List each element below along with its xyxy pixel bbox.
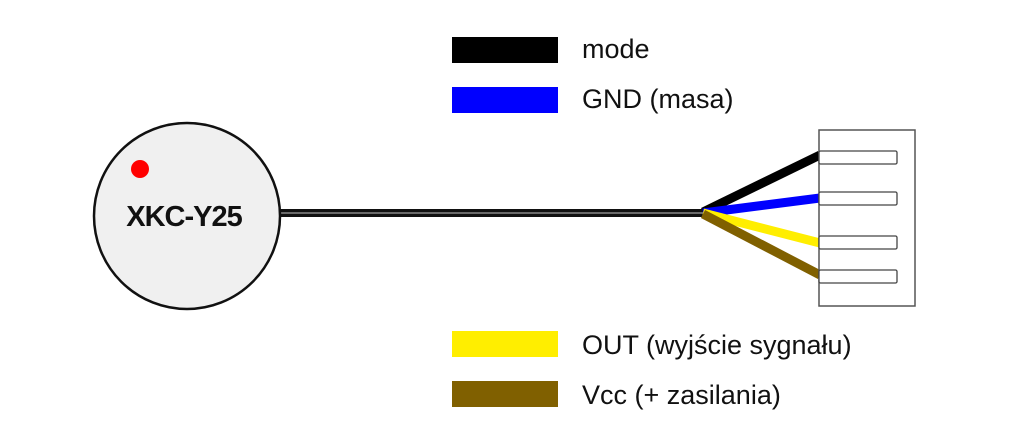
wires xyxy=(700,150,823,279)
legend-swatch-gnd xyxy=(452,87,558,113)
connector-pin xyxy=(818,235,898,250)
wire-gnd xyxy=(702,193,821,218)
sensor-label: XKC-Y25 xyxy=(126,201,242,233)
wire-vcc xyxy=(700,210,823,279)
legend-label-mode: mode xyxy=(582,34,650,64)
legend-label-vcc: Vcc (+ zasilania) xyxy=(582,380,781,410)
legend-label-gnd: GND (masa) xyxy=(582,84,734,114)
wire-out xyxy=(701,208,822,248)
legend-label-out: OUT (wyjście sygnału) xyxy=(582,330,852,360)
connector-pin xyxy=(818,150,898,165)
legend-swatch-vcc xyxy=(452,381,558,407)
legend-swatch-mode xyxy=(452,37,558,63)
connector xyxy=(818,129,916,307)
sensor: XKC-Y25 xyxy=(92,121,282,311)
wire-mode xyxy=(701,150,822,217)
indicator-led-icon xyxy=(131,160,149,178)
connector-pin xyxy=(818,269,898,284)
legend-swatch-out xyxy=(452,331,558,357)
legend: mode GND (masa) OUT (wyjście sygnału) Vc… xyxy=(452,34,852,410)
connector-pin xyxy=(818,191,898,206)
